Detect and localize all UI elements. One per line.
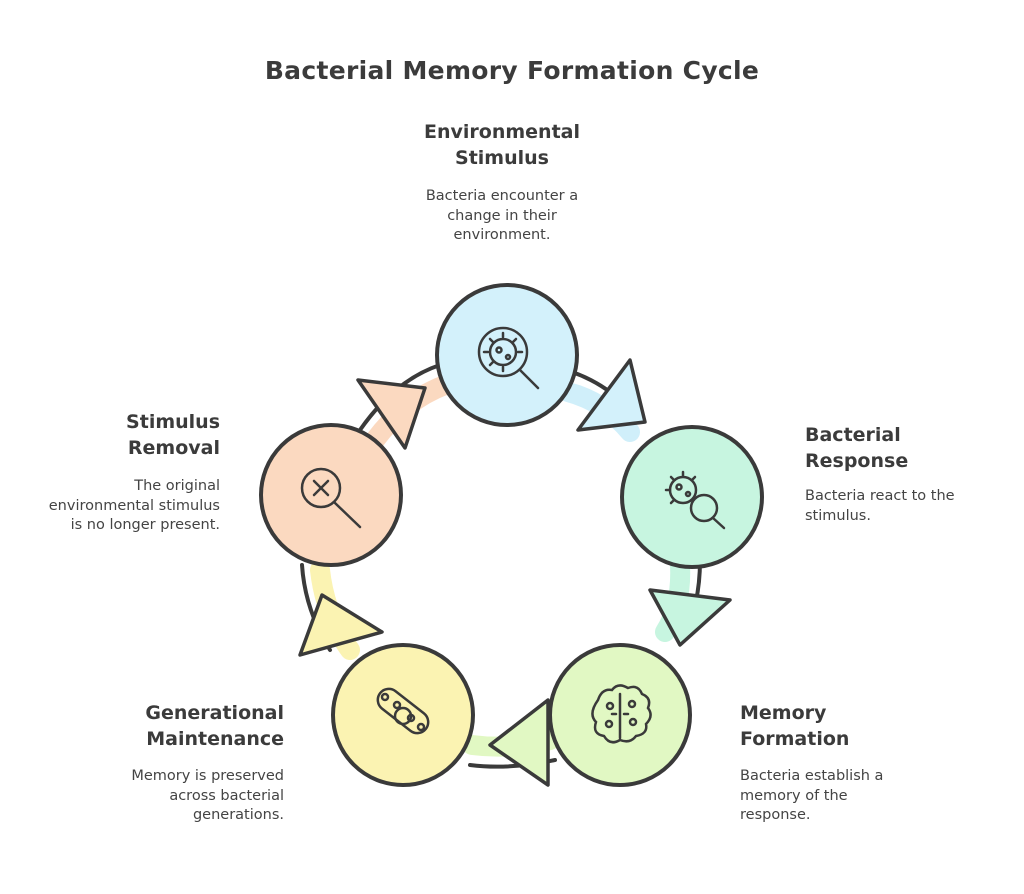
magnifier-x-icon (300, 467, 362, 529)
stage-desc-environmental-stimulus: Bacteria encounter a change in their env… (382, 187, 622, 246)
desc-line: response. (740, 807, 811, 823)
desc-line: The original (134, 478, 220, 494)
heading-line: Maintenance (146, 728, 284, 750)
desc-line: Memory is preserved (131, 768, 284, 784)
desc-line: Bacteria establish a (740, 768, 884, 784)
heading-line: Stimulus (126, 411, 220, 433)
desc-line: environment. (453, 227, 551, 243)
stage-circle-generational-maintenance (331, 643, 475, 787)
stage-desc-generational-maintenance: Memory is preserved across bacterial gen… (54, 767, 284, 826)
arrow-stimulus-to-response (558, 358, 647, 442)
bacteria-magnifier-icon (477, 326, 540, 390)
desc-line: Bacteria encounter a (425, 188, 579, 204)
desc-line: memory of the (740, 787, 848, 804)
stage-circle-environmental-stimulus (435, 283, 579, 427)
desc-line: Bacteria react to the (805, 488, 955, 504)
heading-line: Removal (127, 437, 220, 459)
desc-line: change in their (447, 207, 557, 224)
stage-heading-stimulus-removal: Stimulus Removal (20, 409, 220, 461)
stage-desc-stimulus-removal: The original environmental stimulus is n… (10, 477, 220, 536)
heading-line: Memory (740, 702, 827, 724)
heading-line: Generational (145, 702, 284, 724)
diagram-title: Bacterial Memory Formation Cycle (264, 56, 760, 85)
stage-circle-bacterial-response (620, 425, 764, 569)
heading-line: Environmental (424, 121, 580, 143)
stage-circle-stimulus-removal (259, 423, 403, 567)
desc-line: across bacterial (169, 787, 284, 804)
stage-circle-memory-formation (548, 643, 692, 787)
desc-line: environmental stimulus (48, 497, 220, 514)
heading-line: Formation (740, 728, 850, 750)
arrow-response-to-memory (648, 555, 732, 647)
dividing-bacteria-icon (376, 687, 430, 735)
stage-desc-bacterial-response: Bacteria react to the stimulus. (805, 487, 1015, 526)
arrow-memory-to-maintenance (462, 698, 560, 787)
bacteria-search-icon (664, 470, 726, 530)
arrow-removal-to-stimulus (356, 363, 455, 450)
desc-line: is no longer present. (70, 517, 220, 533)
stage-heading-environmental-stimulus: Environmental Stimulus (392, 119, 612, 171)
desc-line: generations. (192, 807, 284, 823)
stage-heading-bacterial-response: Bacterial Response (805, 422, 1005, 474)
heading-line: Bacterial (805, 424, 901, 446)
stage-heading-generational-maintenance: Generational Maintenance (54, 700, 284, 752)
heading-line: Stimulus (455, 147, 549, 169)
heading-line: Response (805, 450, 909, 472)
stage-desc-memory-formation: Bacteria establish a memory of the respo… (740, 767, 960, 826)
stage-heading-memory-formation: Memory Formation (740, 700, 960, 752)
arrow-maintenance-to-removal (298, 560, 384, 660)
desc-line: stimulus. (805, 507, 871, 524)
brain-cell-icon (591, 684, 652, 744)
